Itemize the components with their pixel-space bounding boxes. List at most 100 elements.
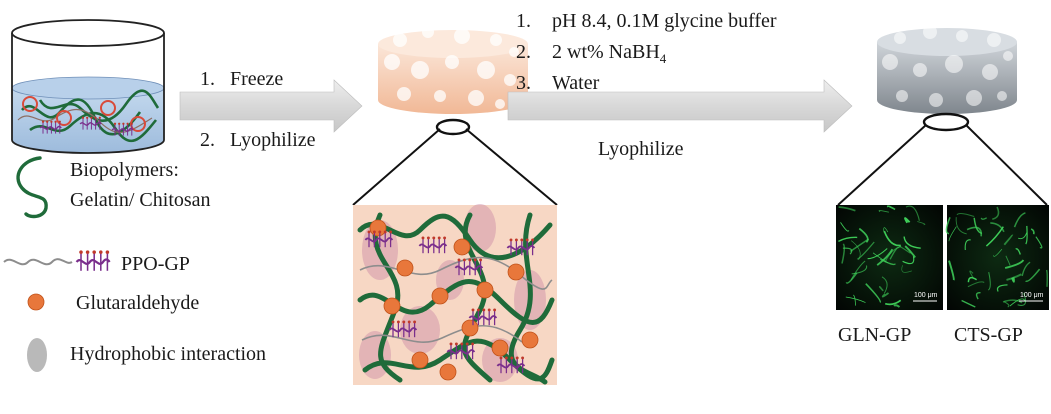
ppo-branch-end bbox=[449, 342, 453, 346]
ppo-branch-end bbox=[130, 122, 133, 125]
ppo-branch-end bbox=[493, 308, 497, 312]
micrograph-gln-gp-fibers bbox=[838, 205, 926, 308]
crosslinker-node bbox=[369, 219, 387, 237]
ppo-branch-end bbox=[92, 250, 96, 254]
fluorescent-fiber bbox=[1018, 232, 1028, 240]
arrow2-step-1: 1.pH 8.4, 0.1M glycine buffer bbox=[516, 9, 777, 33]
final-scaffold-top bbox=[877, 28, 1017, 56]
ppo-branch-end bbox=[46, 120, 49, 123]
ppo-backbone bbox=[446, 349, 476, 355]
beaker-rim bbox=[11, 19, 165, 47]
ppo-strand bbox=[361, 324, 523, 343]
fluorescent-fiber bbox=[980, 217, 988, 220]
final-scaffold-pore bbox=[982, 64, 998, 80]
ppo-branch-end bbox=[383, 230, 387, 234]
ppo-branch-end bbox=[504, 356, 508, 360]
fluorescent-fiber bbox=[1002, 299, 1023, 304]
ppo-branch-end bbox=[521, 356, 525, 360]
ppo-branch-end bbox=[531, 238, 535, 242]
ppo-branch-end bbox=[118, 122, 121, 125]
fluorescent-fiber bbox=[838, 236, 858, 243]
ppo-gp-symbol bbox=[3, 250, 111, 271]
arrow2-step-3-text: Water bbox=[552, 72, 600, 94]
fluorescent-fiber bbox=[883, 230, 901, 247]
fluorescent-fiber bbox=[840, 222, 850, 232]
arrow1-step-1-text: Freeze bbox=[230, 68, 284, 90]
fluorescent-fiber bbox=[850, 260, 866, 281]
fluorescent-fiber bbox=[865, 283, 882, 303]
final-scaffold-pore bbox=[929, 93, 943, 107]
ppo-motif bbox=[496, 356, 526, 374]
fluorescent-fiber bbox=[1003, 301, 1010, 308]
ppo-backbone bbox=[364, 237, 394, 243]
zoom-circle bbox=[435, 118, 471, 136]
fluorescent-fiber bbox=[881, 292, 890, 298]
hydrophobic-domain bbox=[482, 338, 518, 382]
ppo-backbone bbox=[388, 327, 418, 333]
ppo-branch-end bbox=[443, 236, 447, 240]
ppo-motif bbox=[468, 308, 498, 326]
ppo-backbone bbox=[418, 243, 448, 249]
final-scaffold-pore bbox=[923, 25, 937, 39]
glutaraldehyde-ring bbox=[56, 110, 72, 126]
fluorescent-fiber bbox=[884, 299, 902, 306]
micrograph-cts-gp bbox=[945, 205, 1049, 310]
ppo-branch-end bbox=[465, 342, 469, 346]
legend-ppo-gp: PPO-GP bbox=[121, 253, 190, 275]
ppo-branch-end bbox=[372, 230, 376, 234]
process-arrow-1 bbox=[179, 79, 363, 133]
fluorescent-fiber bbox=[1015, 248, 1021, 255]
ppo-backbone bbox=[506, 245, 536, 251]
beaker-wall bbox=[11, 33, 165, 154]
crosslinker-node bbox=[461, 319, 479, 337]
legend-biopolymers-title: Biopolymers: bbox=[70, 159, 179, 181]
polymer-strand bbox=[508, 212, 548, 385]
ppo-branch-end bbox=[499, 356, 503, 360]
fluorescent-fiber bbox=[876, 248, 894, 266]
ppo-strand bbox=[359, 256, 553, 290]
ppo-branch-end bbox=[426, 236, 430, 240]
fluorescent-fiber bbox=[945, 217, 951, 235]
fluorescent-fiber bbox=[993, 248, 1003, 257]
ppo-branch-end bbox=[520, 238, 524, 242]
arrow2-step-2-subscript: 4 bbox=[659, 51, 667, 66]
arrow2-step-1-text: pH 8.4, 0.1M glycine buffer bbox=[552, 10, 777, 32]
zoom-line-left bbox=[352, 128, 441, 206]
fluorescent-fiber bbox=[967, 281, 985, 288]
ppo-motif bbox=[418, 236, 448, 254]
ppo-branch-end bbox=[525, 238, 529, 242]
ppo-branch-end bbox=[105, 250, 110, 254]
ppo-tail bbox=[3, 258, 73, 266]
final-scaffold-pore bbox=[896, 90, 908, 102]
ppo-branch-end bbox=[41, 120, 45, 123]
ppo-motif bbox=[506, 238, 536, 256]
ppo-branch-end bbox=[90, 116, 93, 119]
ppo-branch-end bbox=[122, 122, 125, 125]
fluorescent-fiber bbox=[838, 206, 856, 212]
fluorescent-fiber bbox=[1011, 277, 1015, 283]
ppo-branch-end bbox=[407, 320, 411, 324]
fluorescent-fiber bbox=[1030, 228, 1035, 235]
polymer-strand bbox=[357, 213, 553, 261]
fluorescent-fiber bbox=[851, 240, 861, 260]
fluorescent-fiber bbox=[964, 239, 971, 251]
crosslinked-network bbox=[357, 204, 555, 385]
ppo-branch-end bbox=[389, 230, 393, 234]
arrow1-step-2-text: Lyophilize bbox=[230, 129, 316, 151]
final-scaffold-cylinder bbox=[837, 25, 1048, 206]
fluorescent-fiber bbox=[851, 265, 868, 275]
fluorescent-fiber bbox=[1045, 269, 1048, 287]
arrow1-step-2: 2.Lyophilize bbox=[200, 128, 316, 152]
final-scaffold-body bbox=[877, 42, 1017, 114]
ppo-branch-end bbox=[509, 238, 513, 242]
beaker-polymer-mix bbox=[17, 89, 160, 143]
fluorescent-fiber bbox=[1017, 293, 1027, 306]
ppo-branch-end bbox=[454, 342, 458, 346]
ppo-branch-end bbox=[402, 320, 406, 324]
ppo-branch-end bbox=[432, 236, 436, 240]
final-zoom-line-right bbox=[965, 124, 1048, 206]
fluorescent-fiber bbox=[886, 205, 896, 211]
crosslinker-node bbox=[491, 339, 509, 357]
scaffold-pores bbox=[384, 26, 519, 109]
